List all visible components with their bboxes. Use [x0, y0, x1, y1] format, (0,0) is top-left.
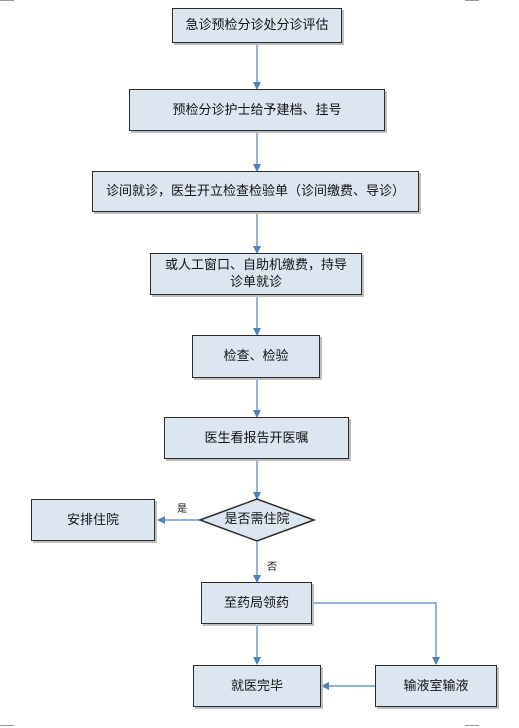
admit-hospital-label: 安排住院	[66, 512, 119, 528]
step-done-label: 就医完毕	[230, 678, 283, 694]
step-consultation: 诊间就诊，医生开立检查检验单（诊间缴费、导诊）	[92, 171, 419, 212]
step-infusion-label: 输液室输液	[403, 678, 469, 694]
corner-mark-top-left	[0, 0, 14, 1]
step-payment: 或人工窗口、自助机缴费，持导 诊单就诊	[150, 253, 362, 295]
yes-label: 是	[177, 504, 187, 515]
decision-label: 是否需住院	[224, 512, 290, 527]
step-payment-label-line2: 诊单就诊	[229, 275, 282, 290]
step-examination-label: 检查、检验	[223, 349, 289, 364]
arrow-pharmacy-infusion	[312, 602, 440, 665]
decision-diamond	[197, 498, 317, 542]
step-registration-label: 预检分诊护士给予建档、挂号	[172, 102, 342, 118]
step-payment-label-line1: 或人工窗口、自助机缴费，持导	[164, 258, 347, 273]
step-doctor-orders-label: 医生看报告开医嘱	[204, 430, 309, 446]
admit-hospital: 安排住院	[31, 499, 155, 541]
step-triage-assessment: 急诊预检分诊处分诊评估	[172, 8, 342, 43]
step-consultation-label: 诊间就诊，医生开立检查检验单（诊间缴费、导诊）	[105, 184, 405, 199]
step-doctor-orders: 医生看报告开医嘱	[164, 417, 349, 459]
corner-mark-bottom-right	[465, 725, 479, 726]
step-done: 就医完毕	[193, 665, 321, 707]
no-label: 否	[267, 562, 277, 573]
corner-mark-top-right	[465, 0, 479, 1]
step-triage-assessment-label: 急诊预检分诊处分诊评估	[185, 18, 329, 33]
step-pharmacy: 至药局领药	[201, 582, 312, 624]
step-registration: 预检分诊护士给予建档、挂号	[129, 89, 385, 131]
step-infusion: 输液室输液	[375, 665, 497, 707]
step-pharmacy-label: 至药局领药	[223, 595, 289, 611]
step-examination: 检查、检验	[192, 335, 320, 378]
corner-mark-bottom-left	[0, 725, 14, 726]
